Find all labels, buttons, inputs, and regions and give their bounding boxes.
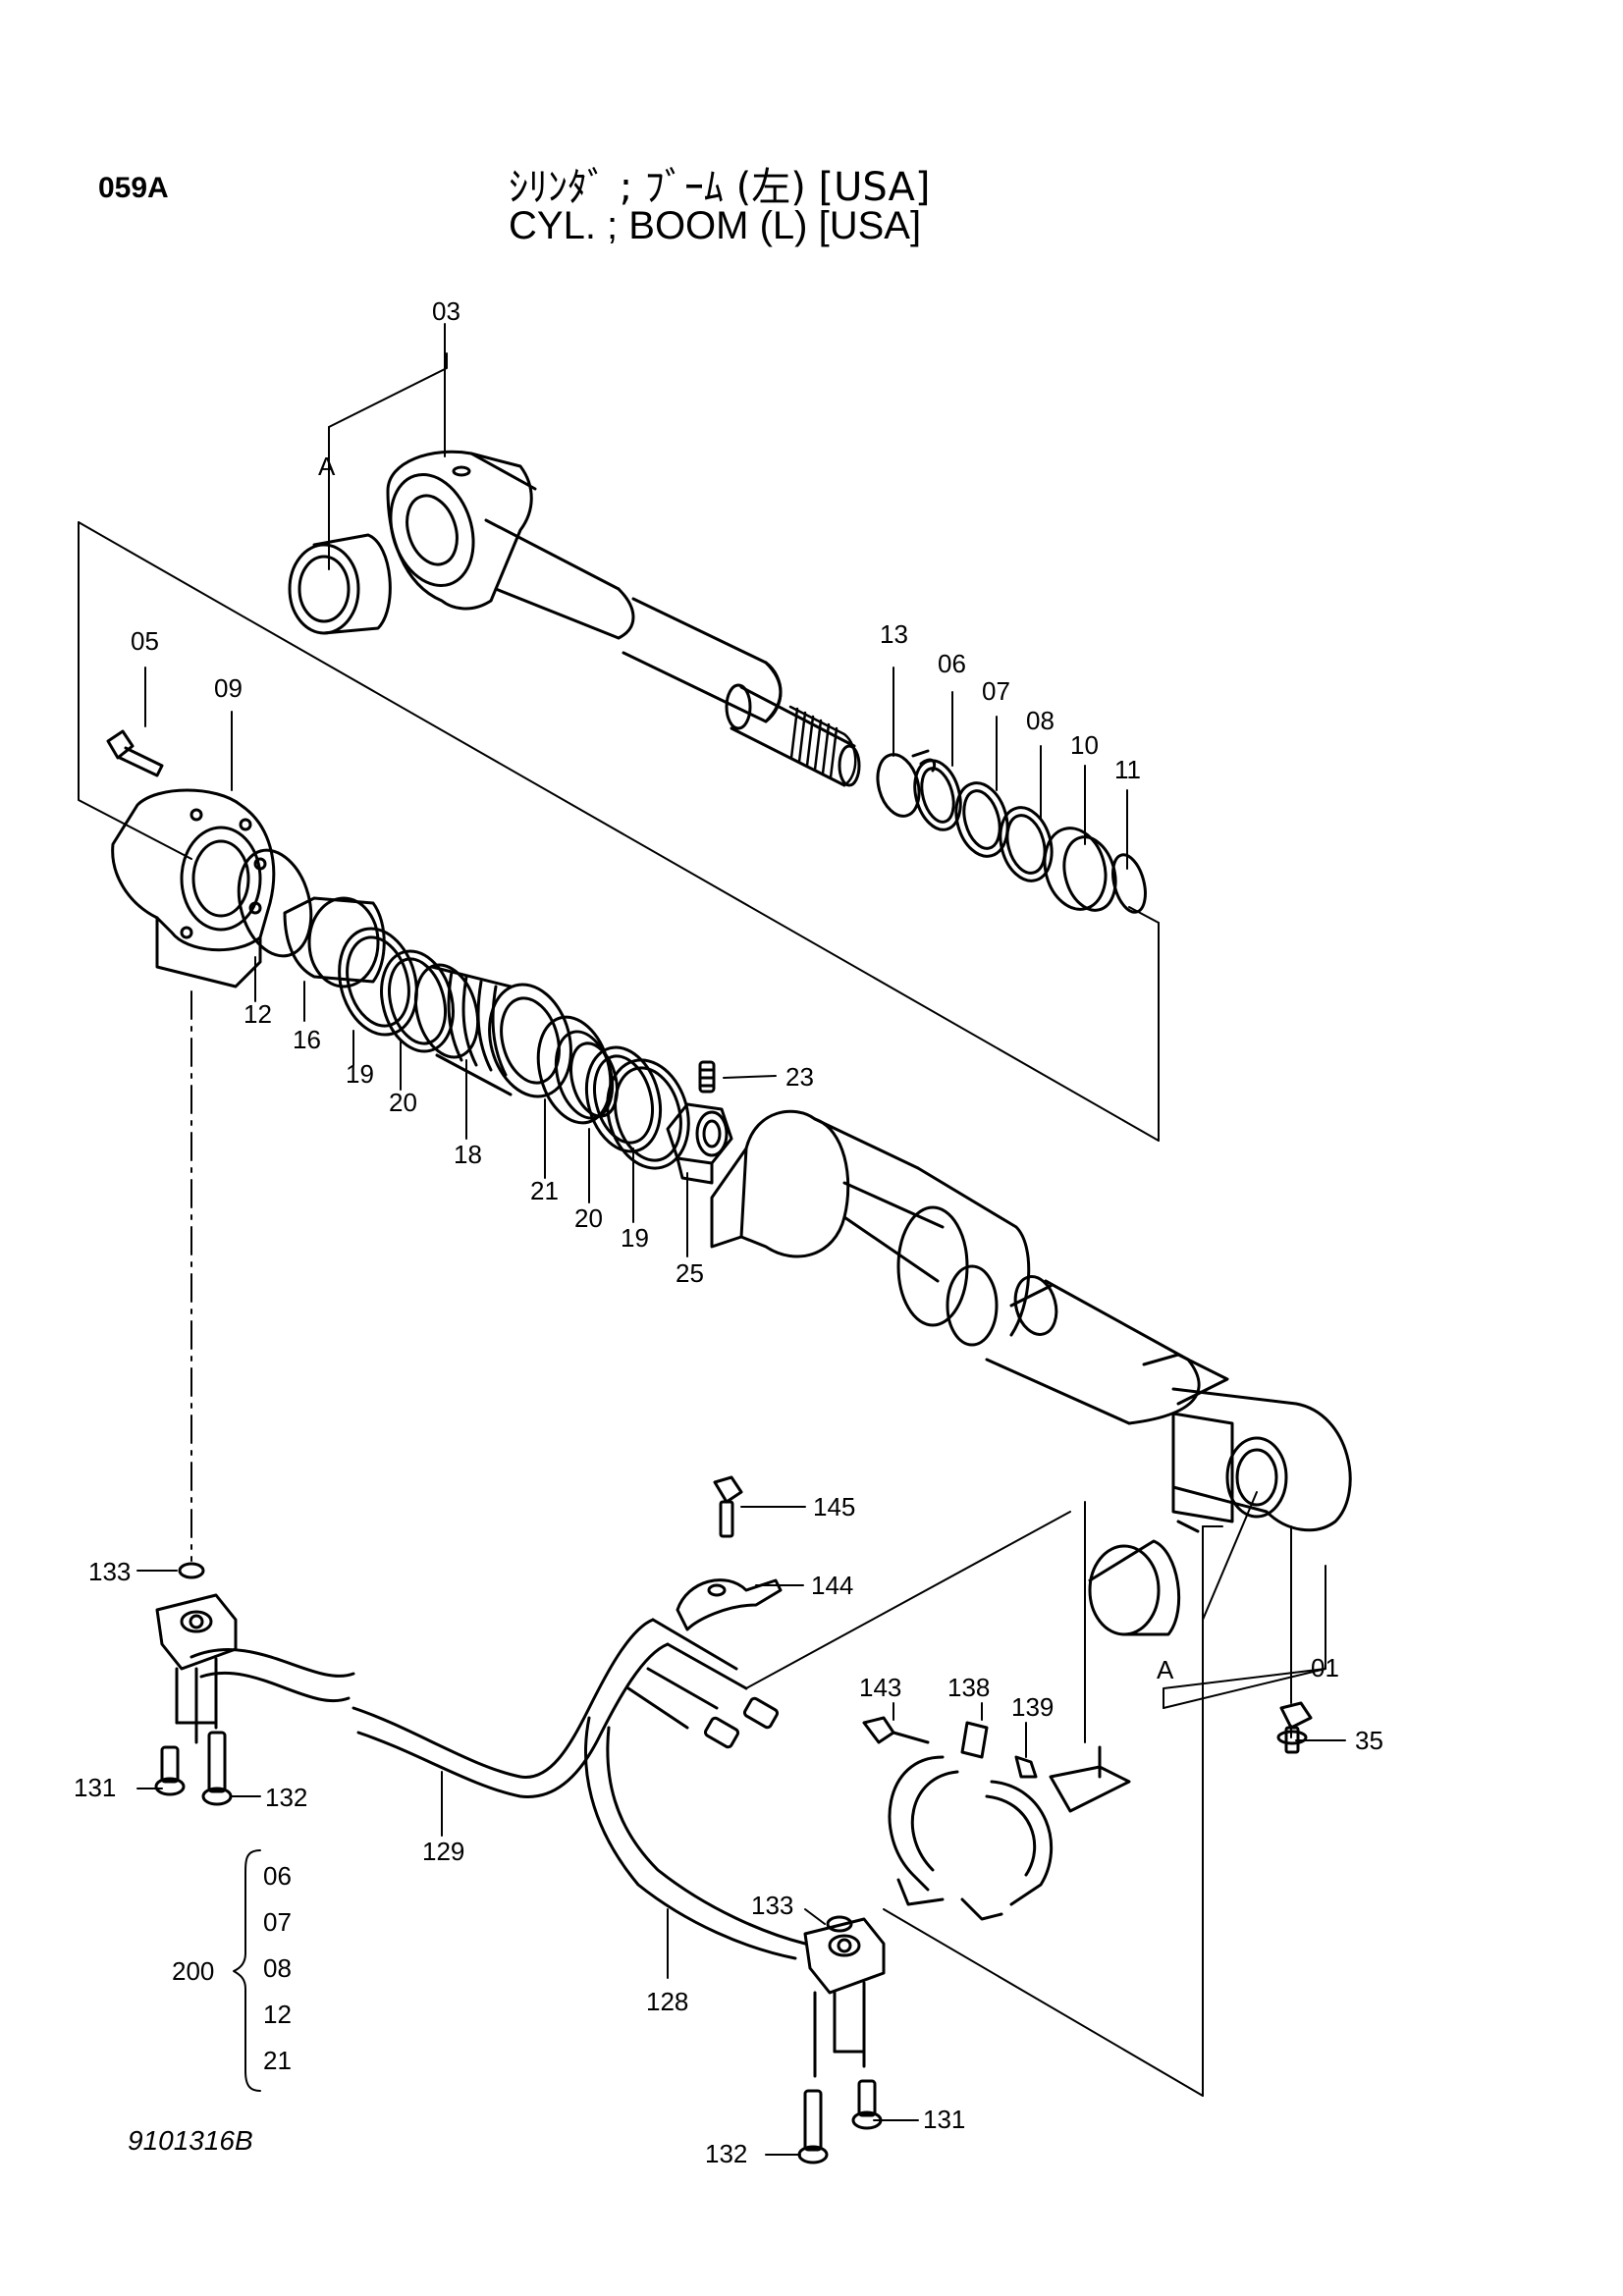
title-japanese: ｼﾘﾝﾀﾞ ; ﾌﾞｰﾑ (左) [USA] (509, 165, 931, 210)
rod-threads (788, 705, 857, 787)
callout-20-a: 20 (389, 1088, 417, 1117)
callout-138: 138 (947, 1673, 990, 1702)
callout-145: 145 (813, 1492, 855, 1522)
callout-139: 139 (1011, 1692, 1054, 1722)
o-ring-12 (237, 848, 313, 958)
callout-16: 16 (293, 1025, 321, 1054)
callout-144: 144 (811, 1571, 853, 1600)
seal-21 (536, 1015, 619, 1125)
kit-item: 21 (263, 2046, 292, 2075)
callout-labels: 03 A 05 09 13 06 07 08 10 11 12 16 19 20… (74, 296, 1383, 2168)
callout-25: 25 (676, 1258, 704, 1288)
callout-19-b: 19 (621, 1223, 649, 1253)
callout-07: 07 (982, 676, 1010, 706)
callout-132-bottom: 132 (705, 2139, 747, 2168)
callout-143: 143 (859, 1673, 901, 1702)
callout-06: 06 (938, 649, 966, 678)
cylinder-tube (710, 1109, 1352, 1533)
o-ring-133-bottom (826, 1915, 853, 1933)
callout-11: 11 (1114, 755, 1141, 784)
page-code: 059A (98, 172, 169, 204)
callout-133-bottom: 133 (751, 1891, 793, 1920)
o-ring-133-top (178, 1562, 205, 1579)
title-english: CYL. ; BOOM (L) [USA] (509, 204, 922, 247)
bottom-bushing (1088, 1539, 1181, 1636)
callout-133-top: 133 (88, 1557, 131, 1586)
seal-kit-list: 200 06 07 08 12 21 (172, 1861, 292, 2075)
callout-01: 01 (1311, 1653, 1339, 1682)
callout-128: 128 (646, 1987, 688, 2016)
drawing-number: 9101316B (128, 2125, 253, 2156)
a-bracket-lines (328, 352, 1326, 1709)
piston-rod (617, 587, 861, 787)
leader-lines (144, 323, 1331, 1741)
callout-03: 03 (432, 296, 460, 326)
hose-129-pipes (189, 1618, 807, 1960)
callout-131-bottom: 131 (923, 2105, 965, 2134)
kit-brace (233, 1849, 261, 2092)
callout-131-left: 131 (74, 1773, 116, 1802)
flange-block-top (155, 1593, 238, 1744)
callout-12: 12 (243, 999, 272, 1029)
kit-number: 200 (172, 1956, 214, 1986)
screw-23 (698, 1060, 716, 1094)
clamp-144 (676, 1578, 783, 1631)
callout-08: 08 (1026, 706, 1055, 735)
callout-132-left: 132 (265, 1783, 307, 1812)
leader-lines-lower (136, 1491, 1346, 2156)
nut-25 (666, 1102, 733, 1185)
callout-35: 35 (1355, 1726, 1383, 1755)
callout-23: 23 (785, 1062, 814, 1092)
rod-seals (876, 749, 1147, 914)
bolt-05 (106, 729, 164, 777)
callout-05: 05 (131, 626, 159, 656)
callout-20-b: 20 (574, 1203, 603, 1233)
kit-item: 08 (263, 1953, 292, 1983)
callout-19-a: 19 (346, 1059, 374, 1089)
piston-18 (413, 963, 572, 1098)
rings-20-19-second (585, 1045, 690, 1170)
callout-a-lower: A (1157, 1655, 1174, 1684)
kit-item: 06 (263, 1861, 292, 1891)
assembly-frame-lines (78, 521, 1160, 1142)
rod-eye-03 (386, 450, 621, 640)
bolt-35 (1276, 1701, 1313, 1754)
rings-19-20 (338, 927, 455, 1053)
bolt-145 (713, 1475, 743, 1538)
bushing-16 (283, 896, 386, 988)
kit-item: 12 (263, 2000, 292, 2029)
cylinder-head-09 (111, 788, 276, 988)
callout-10: 10 (1070, 730, 1099, 760)
callout-21: 21 (530, 1176, 559, 1205)
callout-129: 129 (422, 1837, 464, 1866)
callout-13: 13 (880, 619, 908, 649)
rod-bushing (288, 533, 392, 635)
kit-item: 07 (263, 1907, 292, 1937)
callout-09: 09 (214, 673, 243, 703)
flange-block-bottom (803, 1917, 886, 2078)
callout-a-upper: A (318, 452, 336, 481)
callout-18: 18 (454, 1140, 482, 1169)
clamp-band-assembly (862, 1716, 1131, 1921)
